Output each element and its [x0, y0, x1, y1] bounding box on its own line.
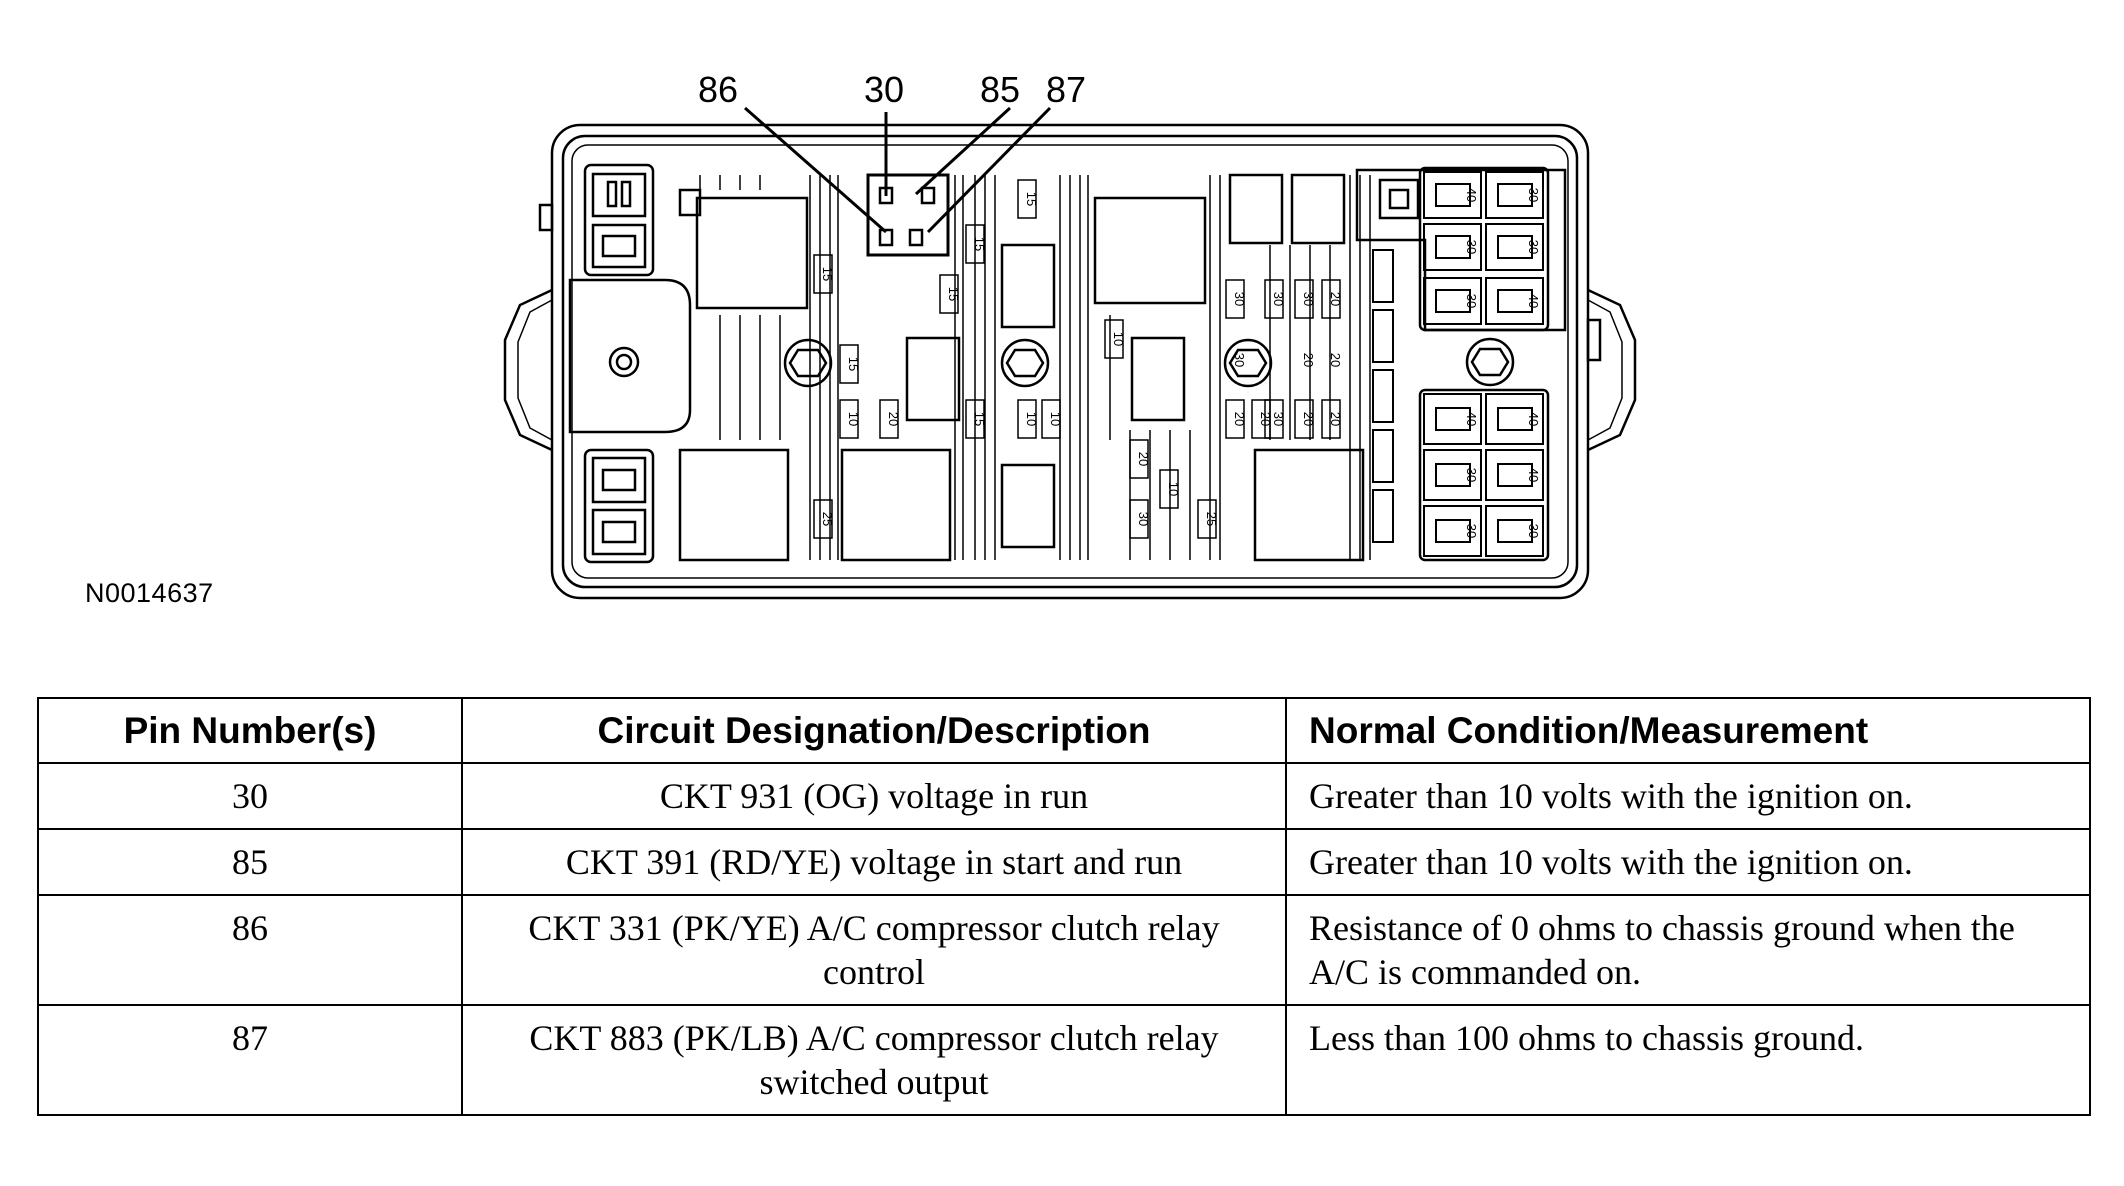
relay-1 — [695, 196, 809, 310]
right-fuse-group-bottom — [1418, 388, 1550, 562]
figure-id: N0014637 — [85, 578, 214, 608]
relay-2 — [678, 448, 790, 562]
fuse-rating-label: 20 — [1301, 353, 1316, 367]
table-row: 30 CKT 931 (OG) voltage in run Greater t… — [37, 762, 2091, 830]
table-row: 85 CKT 391 (RD/YE) voltage in start and … — [37, 828, 2091, 896]
fuse-rating-label: 30 — [1526, 188, 1541, 202]
pin-label-87: 87 — [1046, 69, 1086, 110]
fuse-rating-label: 15 — [972, 237, 987, 251]
left-fuse-block-bottom — [583, 448, 655, 564]
fuse-rating-label: 20 — [1301, 412, 1316, 426]
pin-cell: 86 — [37, 894, 463, 1006]
fuse-box-inner-outline — [561, 134, 1579, 589]
center-bolt-3 — [1223, 338, 1273, 388]
fuse-rating-label: 25 — [1204, 512, 1219, 526]
pin-label-86: 86 — [698, 69, 738, 110]
center-bolt-1 — [783, 338, 833, 388]
fuse-rating-label: 40 — [1464, 412, 1479, 426]
fuse-box-outline — [550, 123, 1590, 600]
description-cell: CKT 391 (RD/YE) voltage in start and run — [461, 828, 1287, 896]
description-cell: CKT 931 (OG) voltage in run — [461, 762, 1287, 830]
left-mount-tab — [503, 288, 553, 452]
pin-cell: 85 — [37, 828, 463, 896]
fuse-rating-label: 30 — [1136, 512, 1151, 526]
relay-small-5 — [1130, 336, 1186, 422]
relay-5 — [1253, 448, 1365, 562]
header-circuit-designation: Circuit Designation/Description — [461, 697, 1287, 764]
fuse-strip-lines — [699, 175, 1371, 560]
header-normal-condition: Normal Condition/Measurement — [1285, 697, 2091, 764]
fuse-rating-label: 30 — [1271, 412, 1286, 426]
fuse-rating-label: 40 — [1526, 468, 1541, 482]
fuse-rating-label: 30 — [1526, 240, 1541, 254]
measurement-cell: Resistance of 0 ohms to chassis ground w… — [1285, 894, 2091, 1006]
relay-small-1 — [1228, 173, 1284, 245]
fuse-rating-label: 15 — [972, 412, 987, 426]
header-pin-numbers: Pin Number(s) — [37, 697, 463, 764]
fuse-rating-label: 20 — [1328, 412, 1343, 426]
fuse-rating-label: 30 — [1464, 468, 1479, 482]
left-fuse-block-top — [583, 163, 655, 277]
left-bolt-housing — [568, 278, 692, 434]
pin-cell: 30 — [37, 762, 463, 830]
fuse-rating-label: 10 — [846, 412, 861, 426]
pin-label-85: 85 — [980, 69, 1020, 110]
fuse-rating-label: 40 — [1526, 294, 1541, 308]
fuse-rating-label: 15 — [946, 287, 961, 301]
fuse-rating-label: 30 — [1232, 353, 1247, 367]
right-fuse-group-top — [1418, 166, 1550, 332]
measurement-cell: Greater than 10 volts with the ignition … — [1285, 828, 2091, 896]
fuse-rating-label: 30 — [1464, 240, 1479, 254]
fuse-rating-label: 20 — [1136, 452, 1151, 466]
table-header-row: Pin Number(s) Circuit Designation/Descri… — [37, 697, 2091, 764]
relay-small-3 — [1000, 243, 1056, 329]
relay-small-4 — [905, 336, 961, 422]
fuse-box-diagram: 86 30 85 87 15 15 10 25 15 15 15 20 15 10 10 10 20 10… — [503, 69, 1637, 600]
fuse-rating-label: 20 — [1328, 353, 1343, 367]
pin-table: Pin Number(s) Circuit Designation/Descri… — [37, 697, 2091, 1116]
mini-fuses — [813, 179, 1341, 539]
fuse-rating-label: 30 — [1464, 524, 1479, 538]
fuse-rating-label: 15 — [1024, 192, 1039, 206]
maxi-fuses-right — [1423, 171, 1544, 557]
relay-4 — [1093, 196, 1207, 305]
fuse-rating-label: 10 — [1166, 482, 1181, 496]
fuse-rating-label: 20 — [1232, 412, 1247, 426]
table-row: 86 CKT 331 (PK/YE) A/C compressor clutch… — [37, 894, 2091, 1006]
fuse-rating-label: 30 — [1301, 292, 1316, 306]
right-bolt — [1465, 337, 1515, 387]
measurement-cell: Greater than 10 volts with the ignition … — [1285, 762, 2091, 830]
table-row: 87 CKT 883 (PK/LB) A/C compressor clutch… — [37, 1004, 2091, 1116]
relay-small-2 — [1290, 173, 1346, 245]
fuse-rating-label: 40 — [1526, 412, 1541, 426]
description-cell: CKT 331 (PK/YE) A/C compressor clutch re… — [461, 894, 1287, 1006]
fuse-rating-label: 20 — [1258, 412, 1273, 426]
fuse-rating-label: 25 — [820, 512, 835, 526]
fuse-rating-label: 20 — [886, 412, 901, 426]
right-mount-tab — [1587, 288, 1637, 452]
fuse-rating-label: 30 — [1271, 292, 1286, 306]
pin-leader-lines — [744, 106, 1052, 234]
fuse-rating-label: 10 — [1048, 412, 1063, 426]
pin-cell: 87 — [37, 1004, 463, 1116]
fuse-rating-label: 15 — [820, 267, 835, 281]
relay-small-6 — [1000, 463, 1056, 549]
fuse-rating-label: 10 — [1111, 332, 1126, 346]
pin-label-30: 30 — [864, 69, 904, 110]
slim-fuses — [1372, 249, 1394, 543]
description-cell: CKT 883 (PK/LB) A/C compressor clutch re… — [461, 1004, 1287, 1116]
fuse-rating-label: 20 — [1328, 292, 1343, 306]
left-bolt — [608, 346, 640, 378]
fuse-rating-label: 10 — [1024, 412, 1039, 426]
fuse-rating-label: 30 — [1526, 524, 1541, 538]
center-bolt-2 — [1000, 338, 1050, 388]
measurement-cell: Less than 100 ohms to chassis ground. — [1285, 1004, 2091, 1116]
fuse-rating-label: 30 — [1232, 292, 1247, 306]
relay-3 — [840, 448, 952, 562]
fuse-rating-label: 15 — [846, 357, 861, 371]
fuse-rating-label: 30 — [1464, 294, 1479, 308]
fuse-rating-label: 40 — [1464, 188, 1479, 202]
